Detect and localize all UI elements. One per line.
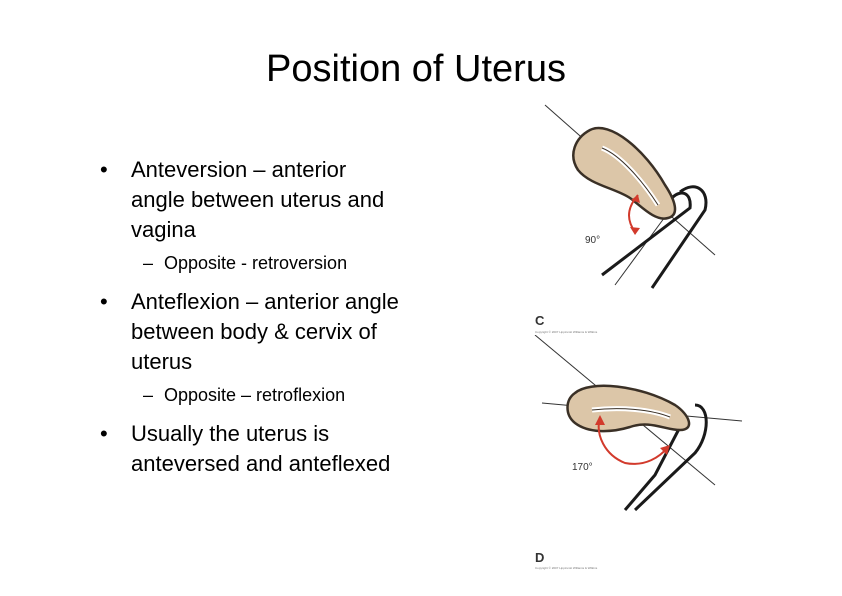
slide-title: Position of Uterus bbox=[266, 48, 566, 90]
bullet-dot: • bbox=[100, 289, 108, 314]
uterine-cavity bbox=[591, 408, 671, 418]
bullet-dot: • bbox=[100, 421, 108, 446]
arrow-head bbox=[631, 195, 640, 203]
sub-bullet-dash: – bbox=[143, 253, 154, 273]
bullet-text: Anteflexion – anterior angle between bod… bbox=[131, 289, 399, 374]
sub-bullet-dash: – bbox=[143, 385, 154, 405]
sub-bullet-retroflexion: – Opposite – retroflexion bbox=[100, 383, 400, 407]
arrow-head bbox=[660, 445, 670, 455]
sub-bullet-text: Opposite – retroflexion bbox=[164, 385, 346, 405]
copyright-text: Copyright © 2007 Lippincott Williams & W… bbox=[535, 566, 598, 570]
axis-line bbox=[614, 209, 671, 286]
bullet-item-anteflexion: • Anteflexion – anterior angle between b… bbox=[100, 287, 400, 377]
bullet-item-anteversion: • Anteversion – anterior angle between u… bbox=[100, 155, 400, 245]
panel-label: C bbox=[535, 313, 545, 328]
sub-bullet-retroversion: – Opposite - retroversion bbox=[100, 251, 400, 275]
bullet-item-usually: • Usually the uterus is anteversed and a… bbox=[100, 419, 400, 479]
panel-label: D bbox=[535, 550, 544, 565]
bullet-list: • Anteversion – anterior angle between u… bbox=[100, 155, 400, 479]
vagina-outline bbox=[623, 426, 682, 511]
angle-label: 170° bbox=[572, 462, 593, 473]
bullet-dot: • bbox=[100, 157, 108, 182]
vagina-outline bbox=[650, 185, 708, 289]
uterine-cavity bbox=[601, 147, 659, 206]
uterus-anteversion-illustration: 90° C Copyright © 2007 Lippincott Willia… bbox=[535, 104, 716, 334]
figure-anteflexion: 170° D Copyright © 2007 Lippincott Willi… bbox=[530, 335, 760, 570]
vagina-outline bbox=[633, 403, 708, 512]
uterus-shape bbox=[572, 126, 677, 220]
figure-anteversion: 90° C Copyright © 2007 Lippincott Willia… bbox=[530, 100, 760, 335]
copyright-text: Copyright © 2007 Lippincott Williams & W… bbox=[535, 330, 598, 334]
bullet-text: Anteversion – anterior angle between ute… bbox=[131, 157, 385, 242]
bullet-text: Usually the uterus is anteversed and ant… bbox=[131, 421, 391, 476]
arrow-head bbox=[630, 227, 640, 235]
uterus-anteflexion-illustration: 170° D Copyright © 2007 Lippincott Willi… bbox=[534, 335, 743, 570]
vagina-outline bbox=[601, 191, 692, 277]
angle-arrow bbox=[597, 416, 669, 465]
angle-label: 90° bbox=[585, 235, 600, 246]
arrow-head bbox=[595, 415, 605, 425]
sub-bullet-text: Opposite - retroversion bbox=[164, 253, 348, 273]
